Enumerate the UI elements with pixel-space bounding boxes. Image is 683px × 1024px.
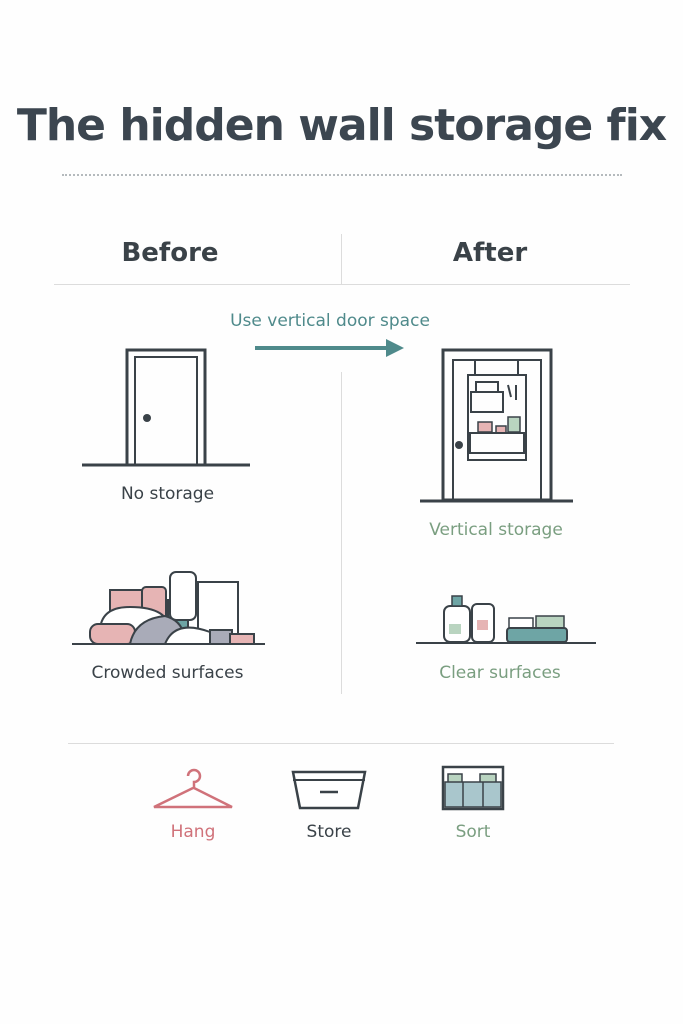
storage-bin-icon: [291, 770, 367, 810]
before-heading: Before: [121, 238, 219, 268]
empty-door-icon: [82, 348, 250, 467]
page-title: The hidden wall storage fix: [16, 100, 667, 151]
organizer-icon: [441, 765, 505, 811]
after-heading: After: [452, 238, 528, 268]
title-divider: [62, 174, 622, 176]
no-storage-label: No storage: [120, 484, 215, 504]
vertical-storage-label: Vertical storage: [429, 520, 563, 540]
hanger-icon: [153, 768, 233, 809]
arrow-label: Use vertical door space: [230, 311, 430, 331]
clear-surfaces-label: Clear surfaces: [439, 663, 561, 683]
crowded-surfaces-label: Crowded surfaces: [91, 663, 244, 683]
action-sort-label: Sort: [455, 822, 491, 842]
organized-items-icon: [416, 595, 596, 644]
door-with-organizer-icon: [420, 348, 573, 503]
header-divider: [341, 234, 342, 284]
action-store-label: Store: [306, 822, 352, 842]
arrow-right-icon: [255, 339, 404, 357]
cluttered-items-icon: [72, 571, 265, 645]
action-hang-label: Hang: [170, 822, 216, 842]
header-rule: [54, 284, 630, 285]
footer-rule: [68, 743, 614, 744]
column-divider: [341, 372, 342, 694]
